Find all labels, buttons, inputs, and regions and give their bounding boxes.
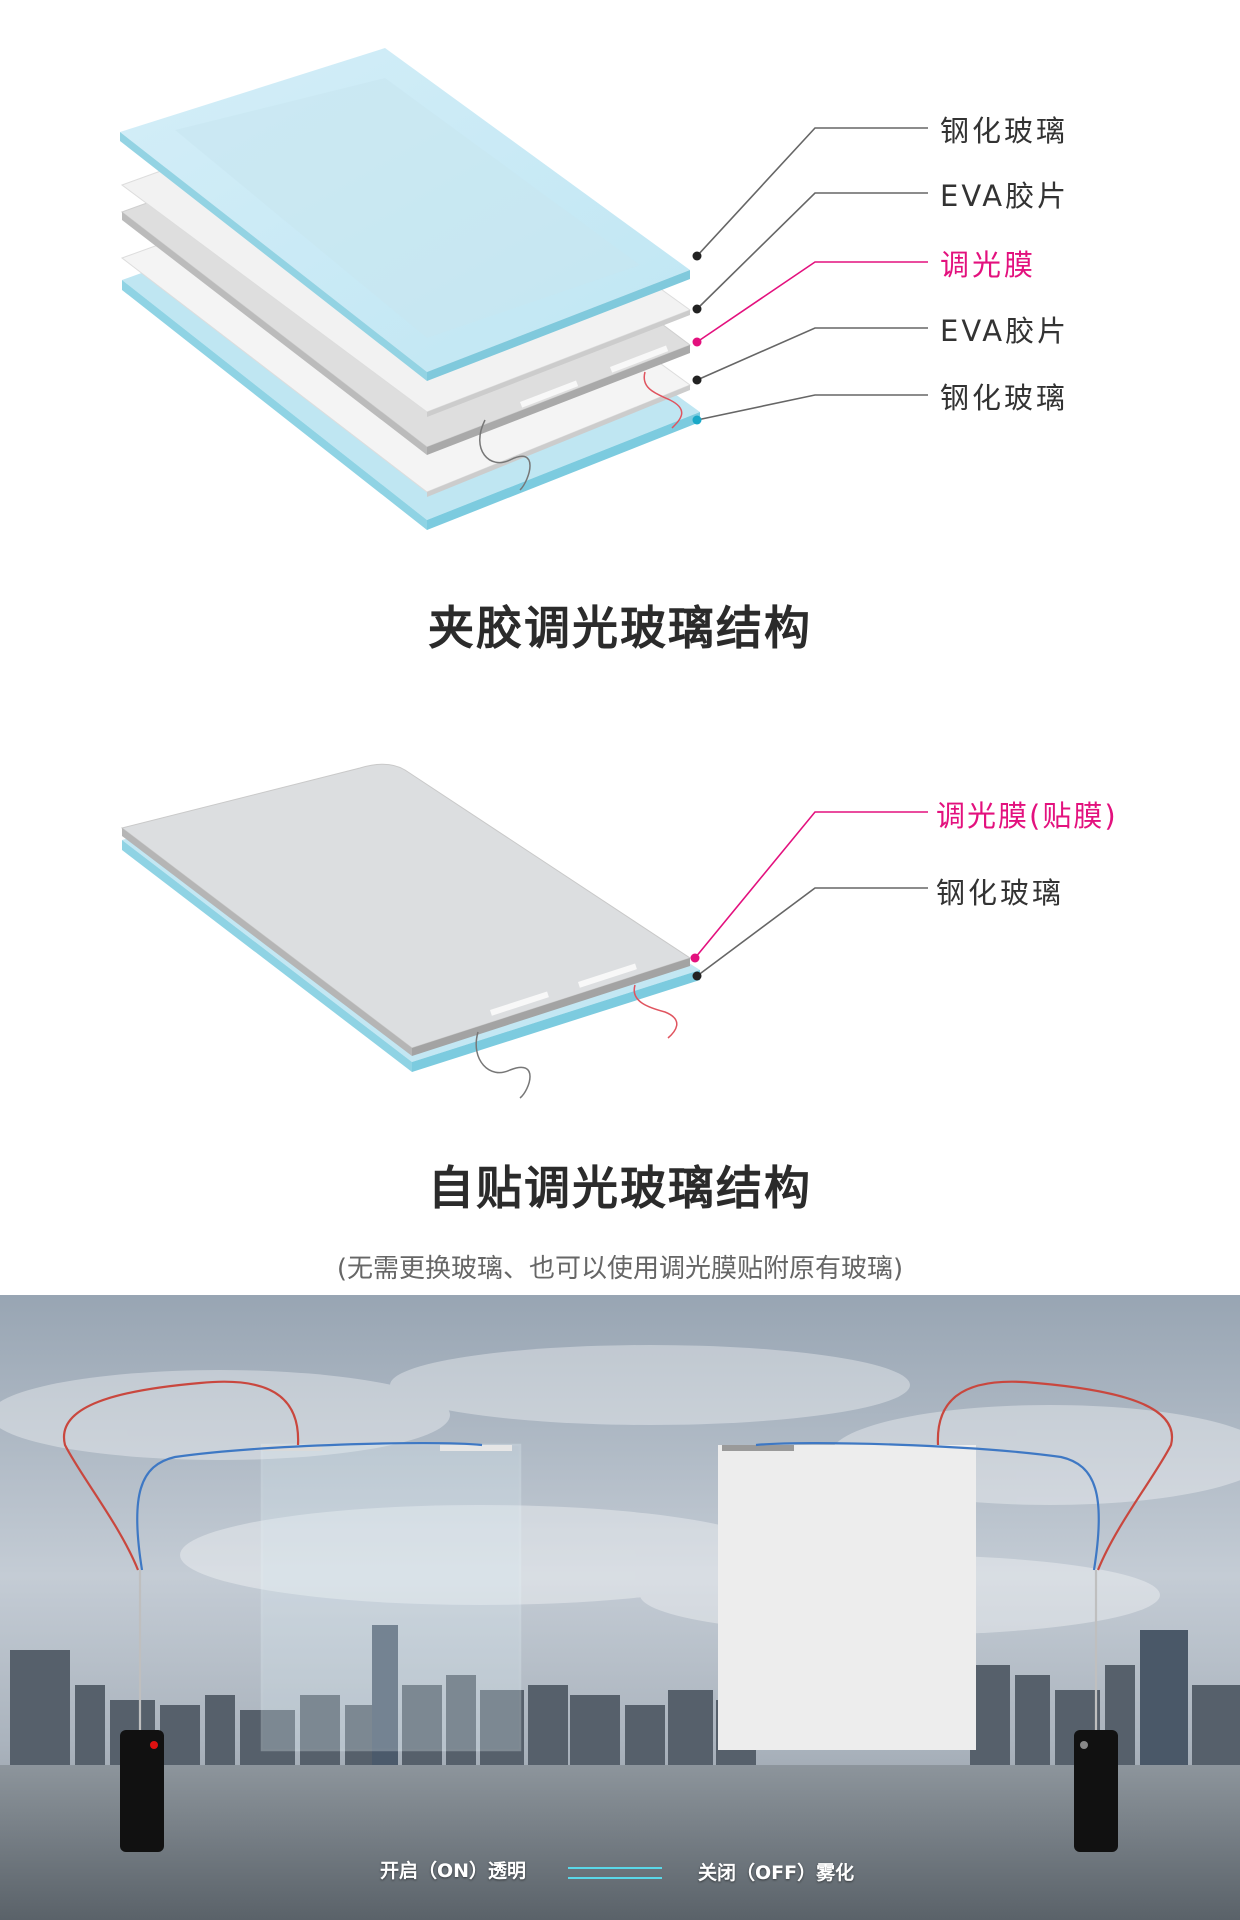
city-skyline [10,1625,1240,1770]
off-panel [718,1445,976,1750]
adhesive-film-layer [120,763,692,1056]
leader-dots [692,251,702,425]
leader-lines [694,811,928,977]
busbar-left [520,380,579,408]
switch-indicator [568,1867,662,1879]
self-adhesive-structure-title: 自贴调光玻璃结构 [428,1161,812,1215]
control-wires [62,1380,1174,1735]
plaza-ground [0,1765,1240,1920]
busbar-right [609,345,669,373]
busbar-left [490,991,549,1016]
top-glass-layer [120,48,690,381]
label-lower-eva: EVA胶片 [940,314,1070,348]
wire-red [643,371,683,429]
leader-dot-film [690,953,700,963]
wire-red [633,984,678,1039]
wire-grey [475,1031,531,1099]
label-bottom-tempered-glass: 钢化玻璃 [940,381,1069,415]
label-smart-film: 调光膜 [940,248,1037,282]
off-state-label: 关闭（OFF）雾化 [698,1862,855,1884]
on-off-demo-scene [0,1295,1240,1920]
wire-grey [479,419,531,491]
laminated-structure-diagram [120,48,928,530]
label-adhesive-film: 调光膜(贴膜) [936,799,1118,833]
controller-left [120,1730,164,1852]
busbar-right [577,963,637,988]
label-upper-eva: EVA胶片 [940,179,1070,213]
leader-lines [696,127,928,421]
laminated-structure-title: 夹胶调光玻璃结构 [428,601,812,655]
controller-right [1074,1730,1118,1852]
label-tempered-glass: 钢化玻璃 [936,876,1065,910]
on-panel [260,1443,522,1752]
self-adhesive-note: (无需更换玻璃、也可以使用调光膜贴附原有玻璃) [336,1254,904,1284]
label-top-tempered-glass: 钢化玻璃 [940,114,1069,148]
self-adhesive-structure-diagram [120,763,928,1099]
on-state-label: 开启（ON）透明 [380,1860,527,1882]
leader-dot-glass [692,971,702,981]
